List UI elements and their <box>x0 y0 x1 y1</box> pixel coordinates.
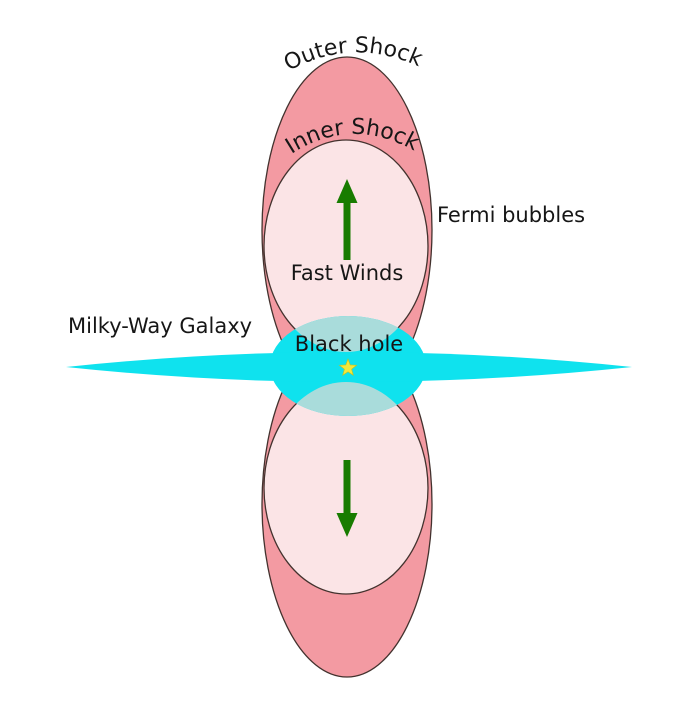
down-arrow-head <box>336 513 358 537</box>
label-black-hole: Black hole <box>295 332 403 356</box>
label-fast-winds: Fast Winds <box>291 261 404 285</box>
label-fermi-bubbles: Fermi bubbles <box>437 203 585 227</box>
up-arrow-head <box>336 179 358 203</box>
label-milky-way-galaxy: Milky-Way Galaxy <box>68 314 252 338</box>
fast-winds-up-arrow-icon <box>336 179 358 260</box>
fast-winds-down-arrow-icon <box>336 460 358 537</box>
black-hole-star-icon <box>338 358 358 376</box>
